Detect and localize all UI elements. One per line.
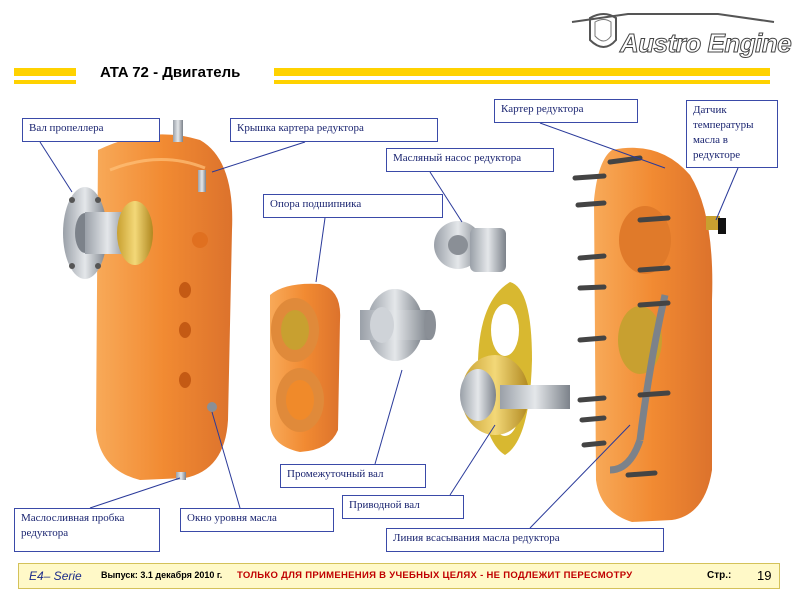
propeller-shaft-part bbox=[63, 187, 153, 279]
label-drain-plug: Маслосливная пробка редуктора bbox=[14, 508, 160, 552]
header-bar-right-thin bbox=[274, 80, 770, 84]
footer-page-number: 19 bbox=[757, 568, 772, 583]
label-oil-suction-line: Линия всасывания масла редуктора bbox=[386, 528, 664, 552]
intermediate-shaft-part bbox=[360, 289, 436, 361]
gearbox-housing-part bbox=[572, 147, 713, 522]
brand-logo bbox=[568, 8, 780, 64]
label-gearbox-cover: Крышка картера редуктора bbox=[230, 118, 438, 142]
brand-name: Austro Engine bbox=[619, 28, 792, 59]
footer-warning: ТОЛЬКО ДЛЯ ПРИМЕНЕНИЯ В УЧЕБНЫХ ЦЕЛЯХ - … bbox=[237, 570, 633, 581]
label-drive-shaft: Приводной вал bbox=[342, 495, 464, 519]
label-intermediate-shaft: Промежуточный вал bbox=[280, 464, 426, 488]
footer-page-label: Стр.: bbox=[707, 570, 732, 581]
label-oil-level-window: Окно уровня масла bbox=[180, 508, 334, 532]
logo-emblem-icon bbox=[571, 13, 775, 48]
page-footer: E4– Serie Выпуск: 3.1 декабря 2010 г. ТО… bbox=[18, 563, 780, 589]
header-bar-left-thin bbox=[14, 80, 76, 84]
drive-shaft-part bbox=[460, 355, 570, 435]
footer-serie: E4– Serie bbox=[29, 569, 82, 583]
oil-pump-part bbox=[434, 221, 506, 272]
label-bearing-support: Опора подшипника bbox=[263, 194, 443, 218]
leader-lines bbox=[39, 122, 739, 529]
bearing-support-part bbox=[270, 283, 341, 452]
label-oil-temperature-sensor: Датчик температуры масла в редукторе bbox=[686, 100, 778, 168]
label-propeller-shaft: Вал пропеллера bbox=[22, 118, 160, 142]
footer-issue: Выпуск: 3.1 декабря 2010 г. bbox=[101, 570, 223, 580]
gearbox-cover-part bbox=[96, 120, 233, 480]
header-bar-right bbox=[274, 68, 770, 76]
oil-temperature-sensor-part bbox=[706, 216, 726, 234]
page-title: ATA 72 - Двигатель bbox=[100, 64, 241, 81]
label-gearbox-housing: Картер редуктора bbox=[494, 99, 638, 123]
header-bar-left bbox=[14, 68, 76, 76]
label-oil-pump: Масляный насос редуктора bbox=[386, 148, 554, 172]
